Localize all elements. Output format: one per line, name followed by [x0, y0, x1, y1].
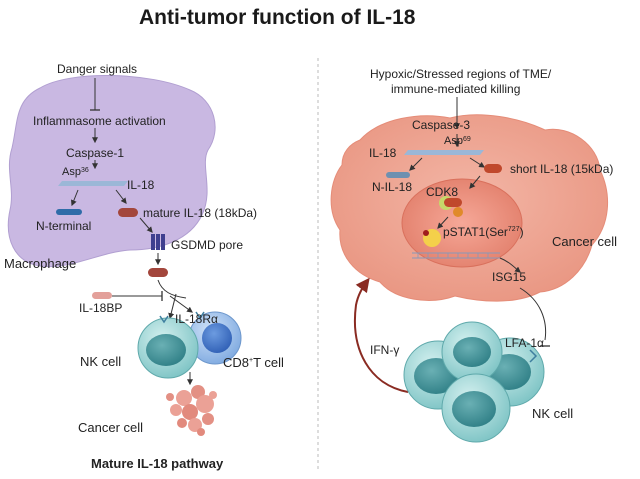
- cancer-cell-right-label: Cancer cell: [552, 234, 618, 249]
- gsdmd-pore-icon: [151, 234, 165, 250]
- lfa-label: LFA-1α: [505, 336, 544, 350]
- pstat1-label: pSTAT1(Ser727): [443, 225, 524, 239]
- receptor-icon: [159, 315, 169, 324]
- cd8-t-cell-label: CD8+T cell: [223, 355, 284, 370]
- il18ra-label: IL-18Rα: [175, 312, 218, 326]
- caspase3-label: Caspase-3: [412, 118, 471, 132]
- pro-il18-right-icon: [404, 150, 484, 155]
- nk-cell-left-label: NK cell: [80, 354, 122, 369]
- immune-killing-label: immune-mediated killing: [391, 82, 521, 96]
- n-il18-fragment-icon: [386, 172, 410, 178]
- il18bp-icon: [92, 292, 112, 299]
- mature-il18-label: mature IL-18 (18kDa): [143, 206, 258, 220]
- ifn-gamma-label: IFN-γ: [370, 343, 400, 357]
- n-terminal-fragment-icon: [56, 209, 82, 215]
- nk-cell-cluster: [403, 321, 545, 443]
- pro-il18-icon: [58, 181, 128, 186]
- il18bp-label: IL-18BP: [79, 301, 123, 315]
- caspase1-label: Caspase-1: [66, 146, 125, 160]
- isg15-label: ISG15: [492, 270, 527, 284]
- feedback-arrow-icon: [354, 277, 409, 393]
- asp69-label: Asp69: [444, 135, 471, 147]
- il18-left-label: IL-18: [127, 178, 155, 192]
- cancer-nucleus: [401, 178, 523, 268]
- cancer-cell-left-label: Cancer cell: [78, 420, 144, 435]
- macrophage-cell: [7, 74, 216, 268]
- gsdmd-pore-label: GSDMD pore: [171, 238, 244, 252]
- cd8-nucleus: [202, 323, 232, 353]
- nk-cell-right-label: NK cell: [532, 406, 574, 421]
- n-terminal-label: N-terminal: [36, 219, 92, 233]
- macrophage-label: Macrophage: [4, 256, 77, 271]
- cdk8-icon: [439, 196, 463, 217]
- dna-icon: [412, 252, 500, 259]
- inflammasome-label: Inflammasome activation: [33, 114, 166, 128]
- mature-il18-fragment-icon: [118, 208, 138, 217]
- cdk8-label: CDK8: [426, 185, 459, 199]
- short-il18-label: short IL-18 (15kDa): [510, 162, 614, 176]
- n-il18-label: N-IL-18: [372, 180, 413, 194]
- short-il18-fragment-icon: [484, 164, 502, 173]
- il18-right-label: IL-18: [369, 146, 397, 160]
- nk-nucleus-left: [146, 334, 186, 366]
- danger-signals-label: Danger signals: [57, 62, 138, 76]
- page-title: Anti-tumor function of IL-18: [139, 6, 416, 29]
- secreted-il18-icon: [148, 268, 168, 277]
- pstat1-icon: [423, 229, 441, 247]
- lfa-receptor-icon: [529, 349, 538, 363]
- hypoxic-label: Hypoxic/Stressed regions of TME/: [370, 67, 552, 81]
- pathway-label: Mature IL-18 pathway: [91, 456, 224, 471]
- asp36-label: Asp36: [62, 166, 89, 178]
- cancer-cell-left: [166, 385, 217, 436]
